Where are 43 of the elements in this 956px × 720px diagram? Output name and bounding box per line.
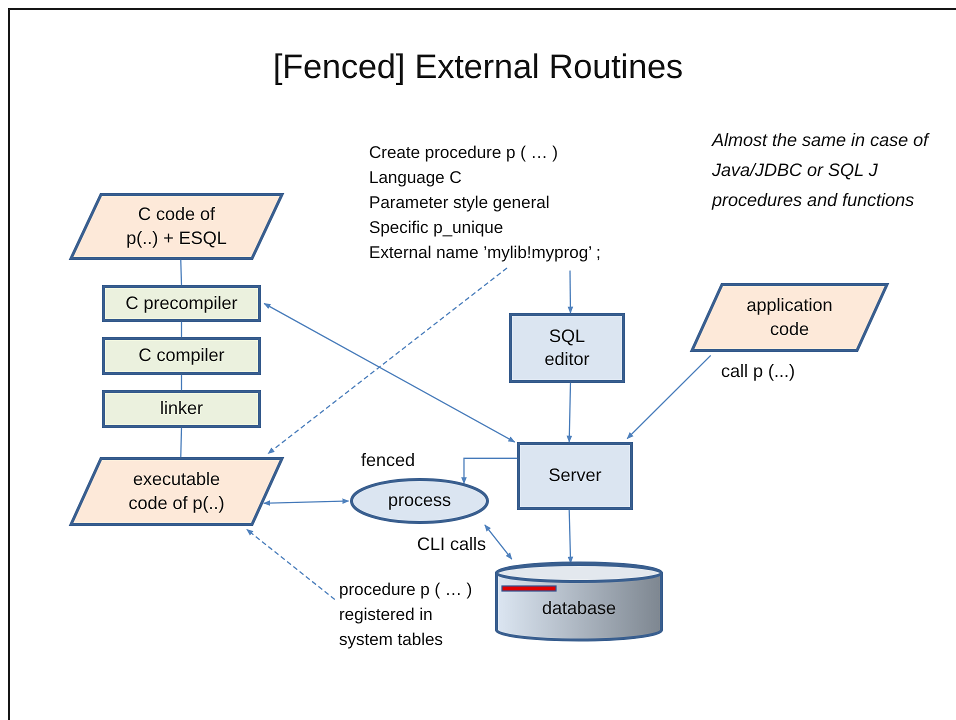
arrow (626, 355, 712, 440)
process-box (517, 442, 633, 510)
note-text: Almost the same in case of Java/JDBC or SQL J procedures and functions (712, 129, 931, 212)
connector-line (180, 260, 182, 286)
process-ellipse (350, 478, 489, 524)
data-parallelogram (691, 283, 888, 352)
node-label: C code of p(..) + ESQL (125, 203, 228, 250)
code-line: procedure p ( … ) registered in system tables (339, 579, 474, 651)
double-arrow (263, 498, 350, 506)
connector-line (180, 322, 182, 337)
node-label: C precompiler (125, 292, 238, 315)
process-box (102, 337, 261, 375)
annotation-text: call p (...) (721, 361, 796, 382)
code-line: Parameter style general (369, 192, 550, 214)
data-parallelogram (70, 193, 283, 260)
node-label: executable code of p(..) (127, 468, 226, 515)
node-label: application code (745, 294, 834, 340)
connector-line (180, 375, 182, 390)
code-line: External name ’mylib!myprog’ ; (369, 242, 601, 264)
node-label: linker (160, 397, 203, 420)
arrow (566, 382, 572, 443)
arrow (461, 458, 517, 484)
process-box (102, 285, 261, 322)
connector-line (180, 428, 182, 458)
process-box (509, 313, 625, 383)
double-arrow (264, 302, 516, 443)
code-line: Create procedure p ( … ) (369, 142, 558, 164)
node-label: Server (548, 464, 602, 488)
process-box (102, 390, 261, 428)
code-line: Specific p_unique (369, 217, 504, 239)
arrow (568, 270, 574, 314)
arrow (568, 510, 574, 564)
node-label: SQL editor (543, 324, 591, 371)
node-label: process (388, 489, 452, 512)
arrow (268, 267, 508, 454)
node-label: database (542, 596, 616, 620)
double-arrow (484, 524, 512, 560)
slide-title: [Fenced] External Routines (272, 48, 684, 87)
annotation-text: fenced (361, 450, 416, 471)
data-parallelogram (70, 457, 283, 526)
code-line: Language C (369, 167, 462, 189)
node-label: C compiler (138, 344, 225, 368)
arrow (246, 528, 336, 600)
